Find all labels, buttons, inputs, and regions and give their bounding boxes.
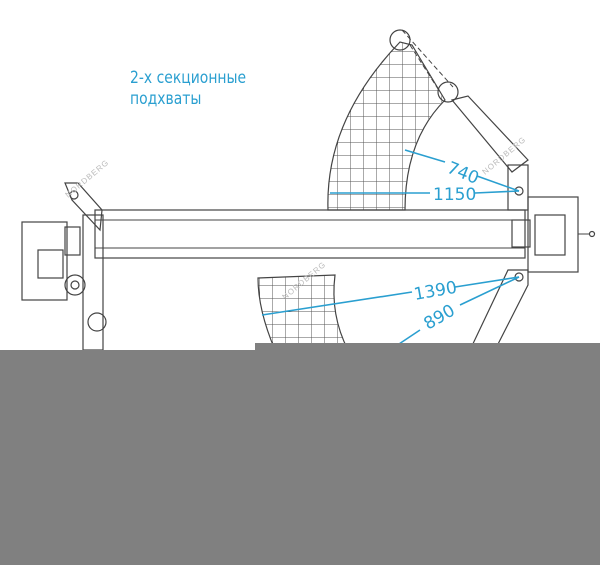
caption: 2-х секционные подхваты (130, 68, 246, 110)
dim-1390: 1390 (412, 278, 458, 305)
upper-arm-pivot (389, 29, 411, 51)
caption-line-1: 2-х секционные (130, 68, 247, 88)
right-column (511, 196, 596, 273)
left-column (21, 182, 107, 351)
caption-line-2: подхваты (130, 89, 202, 109)
dimension-lines (261, 149, 520, 351)
dim-1150: 1150 (433, 185, 476, 205)
watermark: NORDBERG (481, 135, 528, 177)
crossbeam (94, 209, 526, 259)
gray-occluder (0, 343, 600, 565)
upper-pad-grid (327, 41, 446, 211)
dim-890: 890 (421, 301, 459, 335)
lower-arm (469, 269, 529, 351)
upper-arm (389, 29, 529, 211)
